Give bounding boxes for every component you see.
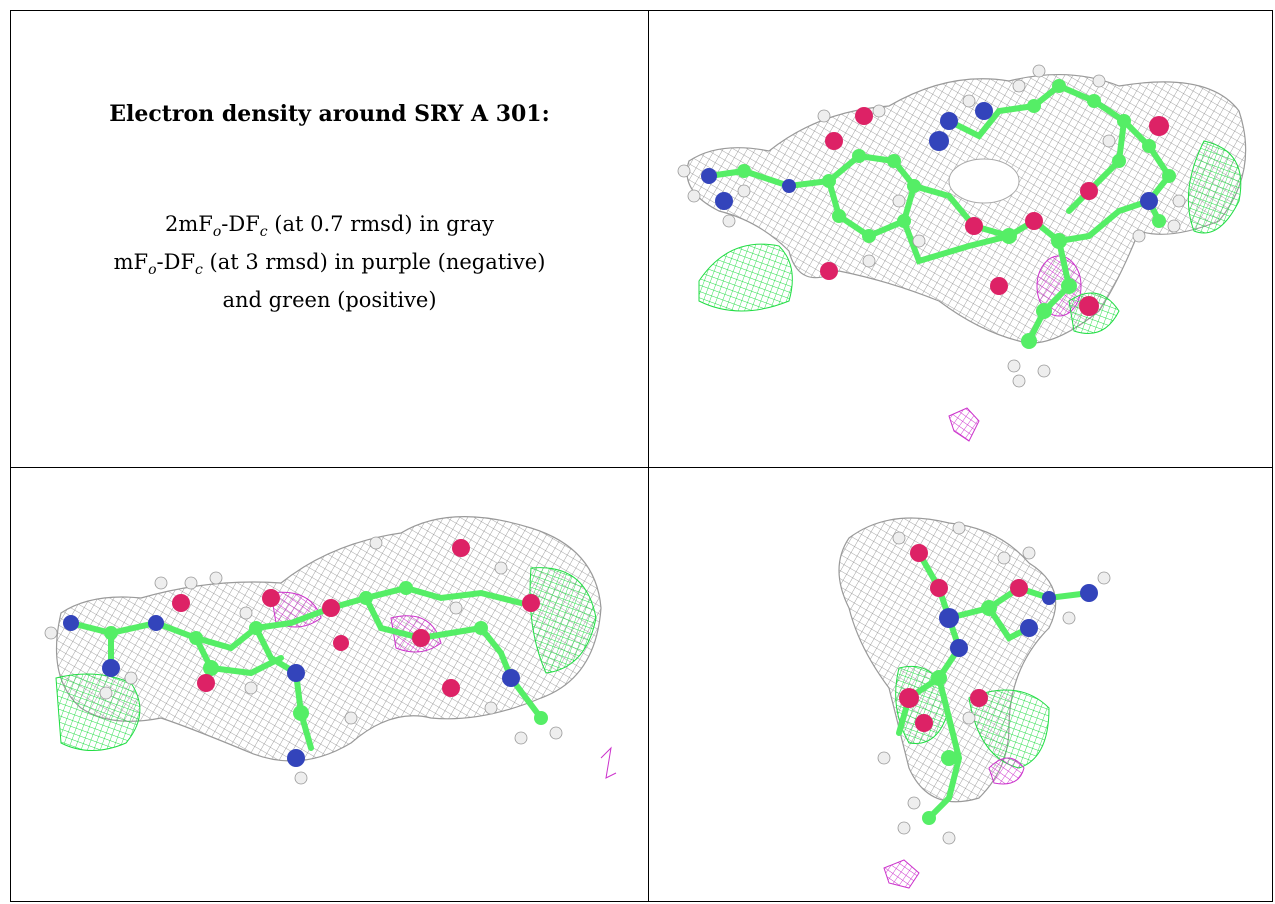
molecule-view-top-right <box>649 11 1272 467</box>
negative-density-blob <box>988 757 1025 785</box>
legend-line-2mfo-dfc: 2mFo-DFc (at 0.7 rmsd) in gray <box>164 212 495 241</box>
positive-density-blob <box>698 243 793 312</box>
positive-density-blob <box>968 689 1050 769</box>
negative-density-fragment <box>600 746 617 779</box>
hydrogen-atoms <box>877 521 1111 845</box>
atoms <box>701 79 1176 349</box>
molecule-view-3 <box>838 517 1111 889</box>
molecule-view-2 <box>44 516 617 785</box>
negative-density-blob <box>883 859 920 889</box>
ring-cavity <box>948 158 1020 204</box>
atoms <box>899 544 1098 825</box>
figure-legend: 2mFo-DFc (at 0.7 rmsd) in gray mFo-DFc (… <box>11 209 648 315</box>
positive-density-blob <box>55 673 141 751</box>
table-vertical-divider <box>648 10 649 902</box>
positive-density-blob <box>895 665 950 745</box>
positive-density-blob <box>529 567 597 674</box>
figure-table-border <box>10 10 1273 902</box>
molecule-view-bottom-right <box>649 468 1272 901</box>
molecule-view-1 <box>677 64 1247 442</box>
negative-density-blob <box>948 407 980 442</box>
legend-line-green: and green (positive) <box>222 288 437 313</box>
positive-density-blob <box>1187 140 1242 234</box>
molecule-view-bottom-left <box>11 468 648 901</box>
hydrogen-atoms <box>677 64 1186 388</box>
hydrogen-atoms <box>44 536 563 785</box>
caption-cell: Electron density around SRY A 301: 2mFo-… <box>11 11 648 467</box>
legend-line-mfo-dfc: mFo-DFc (at 3 rmsd) in purple (negative) <box>113 250 546 279</box>
atoms <box>63 539 548 767</box>
density-mesh <box>55 516 602 762</box>
table-horizontal-divider <box>10 467 1273 468</box>
figure-title: Electron density around SRY A 301: <box>109 101 550 127</box>
